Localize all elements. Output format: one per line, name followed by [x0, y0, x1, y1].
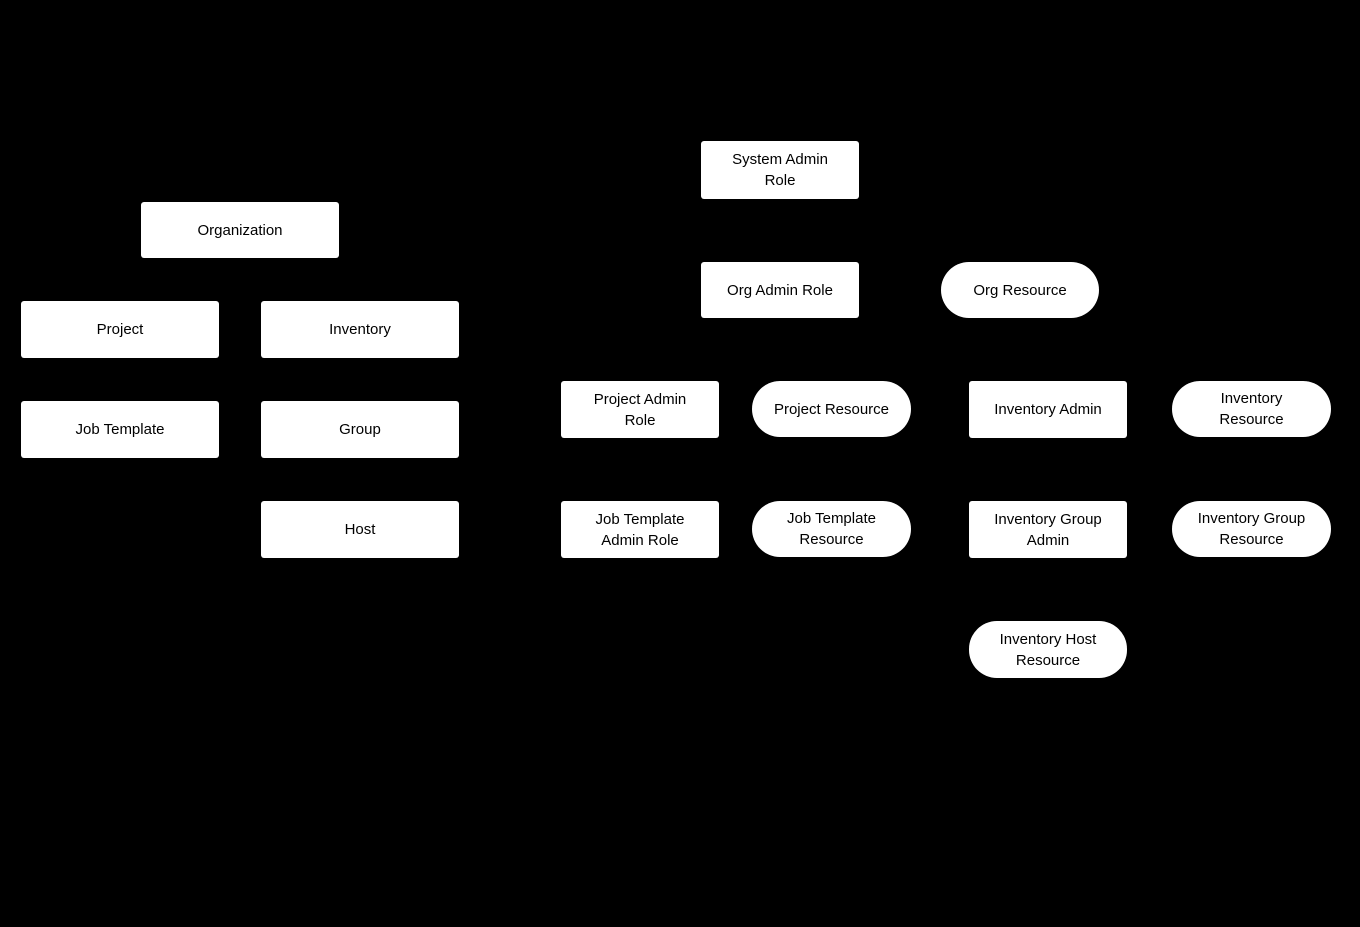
node-inventory-resource-label: Inventory Resource	[1219, 390, 1284, 428]
node-job-template-resource-label: Job Template Resource	[787, 510, 876, 548]
node-host-label: Host	[344, 521, 376, 538]
node-inventory-group-resource-label: Inventory Group Resource	[1197, 510, 1306, 548]
node-inventory-host-resource: Inventory Host Resource	[969, 621, 1127, 678]
node-project-admin-role: Project Admin Role	[561, 381, 719, 438]
node-inventory-label: Inventory	[329, 321, 391, 338]
node-inventory-host-resource-label: Inventory Host Resource	[999, 630, 1097, 669]
node-inventory-group-admin: Inventory Group Admin	[969, 501, 1127, 558]
node-job-template-admin-role-label: Job Template Admin Role	[595, 510, 685, 549]
node-job-template-resource: Job Template Resource	[752, 501, 911, 557]
node-system-admin-role-label: System Admin Role	[732, 151, 828, 189]
node-org-admin-role-label: Org Admin Role	[727, 281, 833, 299]
node-group: Group	[261, 401, 459, 458]
node-job-template-admin-role: Job Template Admin Role	[561, 501, 719, 558]
node-project: Project	[21, 301, 219, 358]
node-project-resource-label: Project Resource	[773, 400, 890, 418]
node-org-resource-label: Org Resource	[973, 281, 1067, 299]
node-inventory: Inventory	[261, 301, 459, 358]
node-inventory-group-admin-label: Inventory Group Admin	[994, 510, 1102, 549]
node-job-template: Job Template	[21, 401, 219, 458]
node-job-template-label: Job Template	[75, 421, 165, 438]
node-org-resource: Org Resource	[941, 262, 1099, 318]
node-project-label: Project	[96, 321, 144, 338]
node-project-resource: Project Resource	[752, 381, 911, 437]
node-inventory-admin-label: Inventory Admin	[994, 401, 1102, 418]
node-group-label: Group	[339, 421, 381, 438]
node-system-admin-role: System Admin Role	[701, 141, 859, 199]
node-inventory-resource: Inventory Resource	[1172, 381, 1331, 437]
node-org-admin-role: Org Admin Role	[701, 262, 859, 318]
node-host: Host	[261, 501, 459, 558]
node-inventory-admin: Inventory Admin	[969, 381, 1127, 438]
node-project-admin-role-label: Project Admin Role	[593, 390, 687, 429]
node-inventory-group-resource: Inventory Group Resource	[1172, 501, 1331, 557]
node-organization-label: Organization	[197, 221, 283, 239]
node-organization: Organization	[141, 202, 339, 258]
